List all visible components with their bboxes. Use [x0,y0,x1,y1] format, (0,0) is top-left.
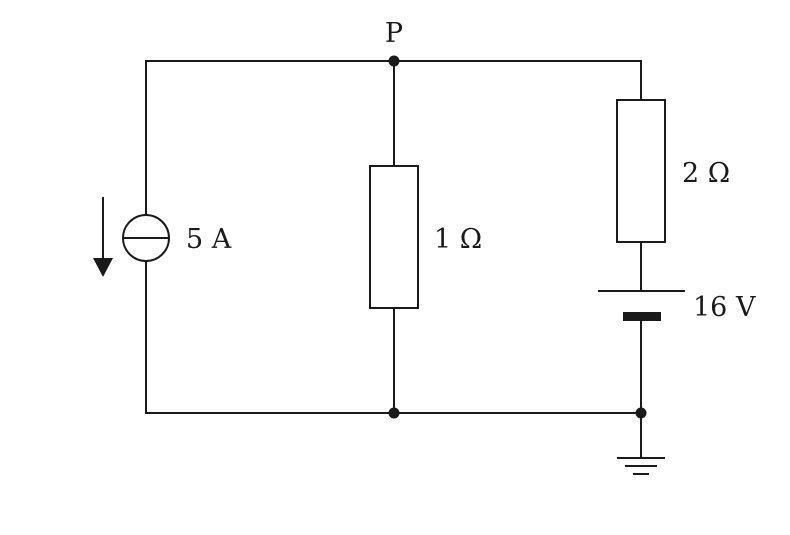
node-label-p: P [385,18,403,49]
current-source [122,214,170,262]
resistor-right-label: 2 Ω [682,158,730,189]
current-source-label: 5 A [186,224,232,255]
battery [598,290,685,321]
battery-label: 16 V [693,292,756,323]
current-direction-arrow-icon [93,197,113,277]
junction-dot-bottom-middle [388,407,400,419]
battery-negative-plate [623,312,661,321]
resistor-middle [369,165,419,309]
junction-dot-bottom-right [635,407,647,419]
resistor-middle-label: 1 Ω [434,224,482,255]
resistor-right [616,99,666,243]
junction-dot-p [388,55,400,67]
ground-icon [617,413,665,475]
bottom-wire [145,240,641,414]
